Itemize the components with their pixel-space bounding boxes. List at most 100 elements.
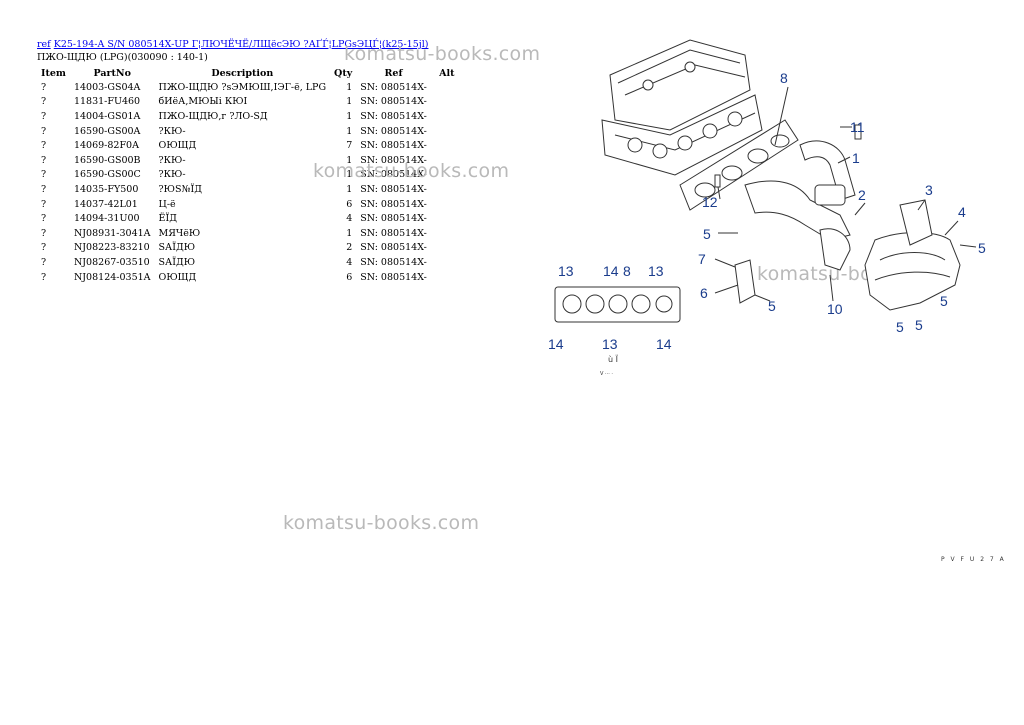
cell-qty: 4 xyxy=(346,213,353,225)
leader-lines xyxy=(714,86,977,302)
cell-item: ? xyxy=(41,110,47,122)
watermark: komatsu-books.com xyxy=(283,512,480,534)
cell-alt xyxy=(431,197,463,212)
view-label: ù Ï xyxy=(608,354,619,364)
cell-ref: SN: 080514X- xyxy=(360,154,427,166)
breadcrumb: ref K25-194-A S/N 080514X-UP Г¦ЛЮЧЁЧЁ/ЛЩ… xyxy=(37,38,428,51)
cell-item: ? xyxy=(41,271,47,283)
cell-qty: 2 xyxy=(346,242,353,254)
watermark: komatsu-books.com xyxy=(344,43,541,65)
cell-description: МЯЧёЮ xyxy=(158,227,201,239)
cell-ref: SN: 080514X- xyxy=(360,213,427,225)
cell-description: бИёА,МЮЫi КЮI xyxy=(158,96,248,108)
cell-qty: 1 xyxy=(346,227,353,239)
cell-alt xyxy=(431,270,463,285)
cell-description: ?КЮ- xyxy=(158,169,186,181)
cell-partno: 14094-31U00 xyxy=(73,213,140,225)
cell-alt xyxy=(431,95,463,110)
title-link[interactable]: K25-194-A S/N 080514X-UP Г¦ЛЮЧЁЧЁ/ЛЩёсЭЮ… xyxy=(53,39,429,50)
cell-partno: 14035-FY500 xyxy=(73,183,139,195)
ref-link[interactable]: ref xyxy=(37,39,51,50)
cell-alt xyxy=(431,109,463,124)
cell-item: ? xyxy=(41,140,47,152)
callout-13: 13 xyxy=(602,336,618,352)
col-description: Description xyxy=(211,67,274,79)
view-sub-label: V ··· · xyxy=(600,371,613,377)
cell-ref: SN: 080514X- xyxy=(360,183,427,195)
cell-partno: 16590-GS00A xyxy=(73,125,141,137)
callout-1: 1 xyxy=(852,150,860,166)
callout-5: 5 xyxy=(703,226,711,242)
cell-description: ПЖО-ЩДЮ ?sЭМЮШ,IЭГ-ё, LPG xyxy=(158,81,327,93)
page-code: P V F U 2 7 A xyxy=(941,556,1006,563)
cell-ref: SN: 080514X- xyxy=(360,271,427,283)
cell-qty: 1 xyxy=(346,125,353,137)
callout-3: 3 xyxy=(925,182,933,198)
gasket-detail-drawing xyxy=(554,286,681,323)
cell-alt xyxy=(431,211,463,226)
watermark: komatsu-books.com xyxy=(313,160,510,182)
cell-description: ЁЇД xyxy=(158,213,177,225)
cell-partno: NJ08267-03510 xyxy=(73,256,150,268)
callout-14: 14 xyxy=(603,263,619,279)
table-header-row: Item PartNo Description Qty Ref Alt xyxy=(37,66,463,80)
page-subtitle: ПЖО-ЩДЮ (LPG)(030090 : 140-1) xyxy=(37,52,208,63)
exploded-parts-diagram: 8 11 1 2 3 4 5 12 5 7 6 5 10 5 5 5 13 14… xyxy=(548,39,986,377)
cell-ref: SN: 080514X- xyxy=(360,227,427,239)
cell-ref: SN: 080514X- xyxy=(360,110,427,122)
cell-partno: NJ08223-83210 xyxy=(73,242,150,254)
cell-description: ПЖО-ЩДЮ,г ?ЛО-SД xyxy=(158,110,268,122)
cell-alt xyxy=(431,241,463,256)
cell-qty: 1 xyxy=(346,96,353,108)
manifold-drawing xyxy=(744,140,856,241)
callout-4: 4 xyxy=(958,204,966,220)
cell-description: SАЇДЮ xyxy=(158,242,196,254)
cell-partno: 11831-FU460 xyxy=(73,96,141,108)
col-partno: PartNo xyxy=(93,67,131,79)
gasket-drawing xyxy=(679,119,799,211)
table-row: ? 14035-FY500 ?ЮS№ЇД 1 SN: 080514X- xyxy=(37,182,463,197)
cell-ref: SN: 080514X- xyxy=(360,256,427,268)
col-item: Item xyxy=(41,67,66,79)
cell-qty: 7 xyxy=(346,140,353,152)
cell-alt xyxy=(431,124,463,139)
cell-description: ОЮЩД xyxy=(158,140,197,152)
cell-item: ? xyxy=(41,169,47,181)
callout-11: 11 xyxy=(850,119,865,135)
cell-item: ? xyxy=(41,154,47,166)
cell-qty: 1 xyxy=(346,183,353,195)
cell-partno: 16590-GS00B xyxy=(73,154,141,166)
callout-13: 13 xyxy=(648,263,664,279)
cell-partno: 14069-82F0A xyxy=(73,140,139,152)
cell-partno: 14037-42L01 xyxy=(73,198,138,210)
cell-item: ? xyxy=(41,183,47,195)
cell-qty: 1 xyxy=(346,81,353,93)
col-alt: Alt xyxy=(439,67,455,79)
callout-5: 5 xyxy=(768,298,776,314)
callout-2: 2 xyxy=(858,187,866,203)
callout-6: 6 xyxy=(700,285,708,301)
cell-item: ? xyxy=(41,125,47,137)
callout-5: 5 xyxy=(978,240,986,256)
callout-5: 5 xyxy=(940,293,948,309)
callout-10: 10 xyxy=(827,301,843,317)
cell-item: ? xyxy=(41,81,47,93)
cell-alt xyxy=(431,182,463,197)
cell-partno: 14003-GS04A xyxy=(73,81,141,93)
cell-partno: NJ08124-0351A xyxy=(73,271,151,283)
cell-description: ?ЮS№ЇД xyxy=(158,183,202,195)
callout-13: 13 xyxy=(558,263,574,279)
cell-item: ? xyxy=(41,256,47,268)
cell-ref: SN: 080514X- xyxy=(360,96,427,108)
callout-labels: 8 11 1 2 3 4 5 12 5 7 6 5 10 5 5 5 13 14… xyxy=(548,70,986,352)
callout-14: 14 xyxy=(656,336,672,352)
